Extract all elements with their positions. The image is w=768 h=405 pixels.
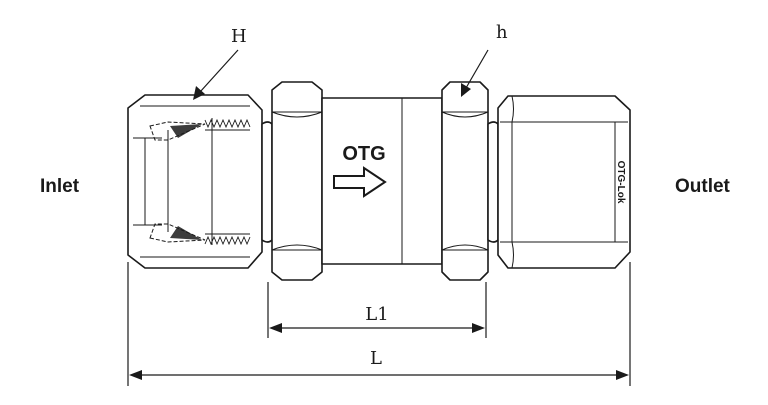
ferrule-detail bbox=[149, 121, 206, 243]
brand-label: OTG bbox=[342, 143, 385, 165]
outlet-neck bbox=[487, 121, 499, 243]
body-hex-left bbox=[271, 81, 323, 281]
outlet-label: Outlet bbox=[675, 176, 731, 197]
hex-large-leader bbox=[193, 49, 239, 100]
dim-l-label: L bbox=[370, 348, 382, 369]
inlet-nut bbox=[127, 94, 263, 269]
hex-small-leader bbox=[461, 49, 489, 97]
hex-small-label: h bbox=[496, 22, 508, 43]
thread-detail bbox=[204, 118, 251, 246]
hex-large-label: H bbox=[231, 26, 247, 47]
dimension-l bbox=[127, 262, 631, 386]
inlet-label: Inlet bbox=[40, 176, 80, 197]
hollow-right-arrow-icon bbox=[333, 166, 387, 198]
dimension-l1 bbox=[267, 282, 487, 338]
dim-l1-label: L1 bbox=[365, 304, 388, 325]
body-hex-right bbox=[441, 81, 489, 281]
outlet-nut bbox=[497, 95, 631, 269]
brand-vertical-label: OTG-Lok bbox=[615, 161, 626, 204]
inlet-neck bbox=[261, 121, 273, 243]
